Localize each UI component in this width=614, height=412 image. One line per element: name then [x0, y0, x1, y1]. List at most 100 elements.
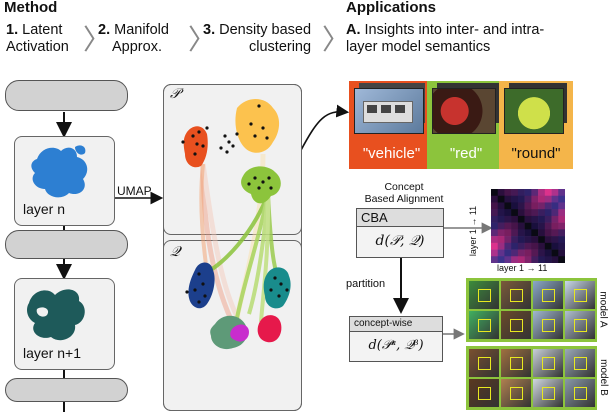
heatmap-cell — [491, 222, 499, 230]
heatmap-cell — [517, 236, 525, 244]
grid-thumbnail — [469, 349, 499, 377]
heatmap-cell — [551, 249, 559, 257]
applications-heading: Applications — [346, 0, 437, 16]
heatmap-cell — [491, 189, 499, 197]
heatmap-cell — [551, 222, 559, 230]
highlight-box — [542, 319, 555, 332]
heatmap-cell — [544, 215, 552, 223]
highlight-box — [542, 387, 555, 400]
step-line: Activation — [6, 39, 69, 55]
heatmap-cell — [497, 229, 505, 237]
heatmap-ylabel: layer 1 → 11 — [468, 205, 479, 257]
highlight-box — [510, 357, 523, 370]
cluster-diagram — [181, 99, 291, 350]
concept-label-vehicle: "vehicle" — [362, 145, 421, 162]
heatmap-cell — [504, 202, 512, 210]
heatmap-cell — [504, 189, 512, 197]
heatmap-cell — [531, 229, 539, 237]
heatmap-cell — [504, 229, 512, 237]
heatmap-cell — [517, 249, 525, 257]
heatmap-cell — [538, 249, 546, 257]
heatmap-cell — [551, 202, 559, 210]
heatmap-cell — [517, 256, 525, 263]
cluster-orange — [183, 126, 208, 168]
heatmap-cell — [558, 242, 565, 250]
grid-thumbnail — [565, 349, 595, 377]
heatmap-cell — [524, 236, 532, 244]
heatmap-cell — [544, 229, 552, 237]
heatmap-cell — [531, 215, 539, 223]
highlight-box — [574, 289, 587, 302]
vehicle-image — [354, 88, 424, 134]
network-layer-block — [5, 230, 128, 259]
grid-thumbnail — [501, 349, 531, 377]
grid-thumbnail — [501, 311, 531, 339]
space-q-label: 𝒬 — [170, 244, 181, 260]
step-line: Density based — [219, 22, 312, 38]
heatmap-cell — [531, 242, 539, 250]
heatmap-cell — [524, 195, 532, 203]
heatmap-cell — [558, 236, 565, 244]
heatmap-cell — [531, 249, 539, 257]
heatmap-cell — [524, 222, 532, 230]
heatmap-cell — [551, 242, 559, 250]
heatmap-cell — [497, 202, 505, 210]
step-density-clustering: 3. Density based clustering — [203, 22, 311, 56]
heatmap-cell — [524, 242, 532, 250]
cluster-magenta — [230, 324, 249, 342]
heatmap-cell — [491, 242, 499, 250]
heatmap-cell — [524, 249, 532, 257]
heatmap-cell — [558, 249, 565, 257]
heatmap-cell — [551, 195, 559, 203]
heatmap-cell — [538, 195, 546, 203]
heatmap-cell — [551, 236, 559, 244]
heatmap-cell — [491, 256, 499, 263]
highlight-box — [542, 357, 555, 370]
step-line: Latent — [22, 22, 63, 38]
heatmap-cell — [517, 229, 525, 237]
grid-thumbnail — [501, 379, 531, 407]
heatmap-cell — [544, 195, 552, 203]
grid-thumbnail — [469, 281, 499, 309]
cluster-red — [257, 315, 282, 343]
heatmap-cell — [491, 202, 499, 210]
heatmap-cell — [551, 256, 559, 263]
subtitle-line: Insights into inter- and intra- — [364, 22, 545, 38]
heatmap-cell — [497, 236, 505, 244]
cluster-teal — [263, 267, 291, 309]
step-number: 2. — [98, 22, 111, 38]
step-line: Approx. — [112, 39, 162, 55]
data-points — [181, 104, 289, 304]
space-p-label: 𝒫 — [170, 86, 181, 102]
heatmap-ylabel-wrap: layer 1 → 11 — [468, 198, 488, 270]
heatmap-cell — [497, 222, 505, 230]
heatmap-cell — [511, 189, 519, 197]
chevron-right-icon: 〉 — [322, 23, 351, 56]
heatmap-cell — [531, 222, 539, 230]
grid-thumbnail — [469, 379, 499, 407]
rooster-image — [432, 88, 496, 134]
heatmap-cell — [511, 222, 519, 230]
heatmap-cell — [517, 209, 525, 217]
heatmap-cell — [517, 215, 525, 223]
grid-thumbnail — [533, 379, 563, 407]
model-b-label: model B — [597, 359, 609, 396]
conceptwise-box: concept-wise d(𝒫ᵃ, 𝒬ᵝ) — [349, 316, 443, 362]
highlight-box — [574, 319, 587, 332]
space-p-box — [163, 84, 302, 235]
heatmap-cell — [497, 209, 505, 217]
chevron-right-icon: 〉 — [188, 23, 217, 56]
subtitle-line: layer model semantics — [346, 39, 491, 55]
heatmap-cell — [497, 256, 505, 263]
heatmap-cell — [497, 242, 505, 250]
heatmap-cell — [491, 249, 499, 257]
heatmap-cell — [531, 236, 539, 244]
heatmap-cell — [504, 209, 512, 217]
heatmap-cell — [511, 236, 519, 244]
heatmap-cell — [497, 189, 505, 197]
model-b-label-wrap: model B — [597, 358, 611, 398]
heatmap-cell — [544, 249, 552, 257]
heatmap-cell — [504, 236, 512, 244]
highlight-box — [510, 289, 523, 302]
